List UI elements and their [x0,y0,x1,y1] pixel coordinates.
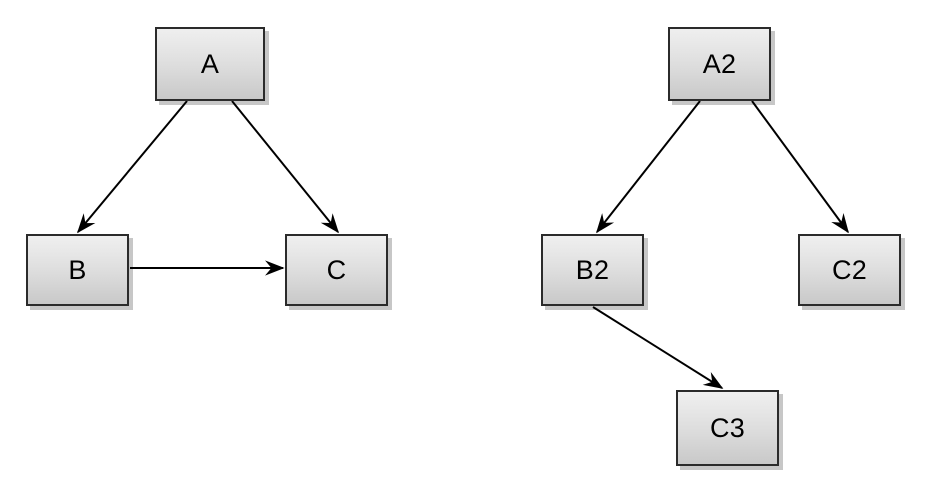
edge-a-c [231,100,340,234]
node-b-label: B [68,254,87,285]
node-a[interactable]: A [155,27,265,101]
node-c2-label: C2 [831,254,868,285]
node-c3[interactable]: C3 [676,390,779,466]
edge-a2-b2 [596,100,701,234]
edge-a2-c2 [751,100,849,234]
node-c2[interactable]: C2 [798,234,901,306]
node-a-label: A [200,48,220,79]
node-b2[interactable]: B2 [541,234,644,306]
edges-group [76,100,849,389]
node-a2[interactable]: A2 [668,27,771,101]
node-c-label: C [326,254,347,285]
node-c[interactable]: C [285,234,388,306]
edge-b2-c3 [592,306,724,389]
node-c3-label: C3 [709,412,746,443]
node-b2-label: B2 [575,254,610,285]
node-a2-label: A2 [702,48,737,79]
edge-a-b [76,100,188,234]
node-b[interactable]: B [26,234,129,306]
